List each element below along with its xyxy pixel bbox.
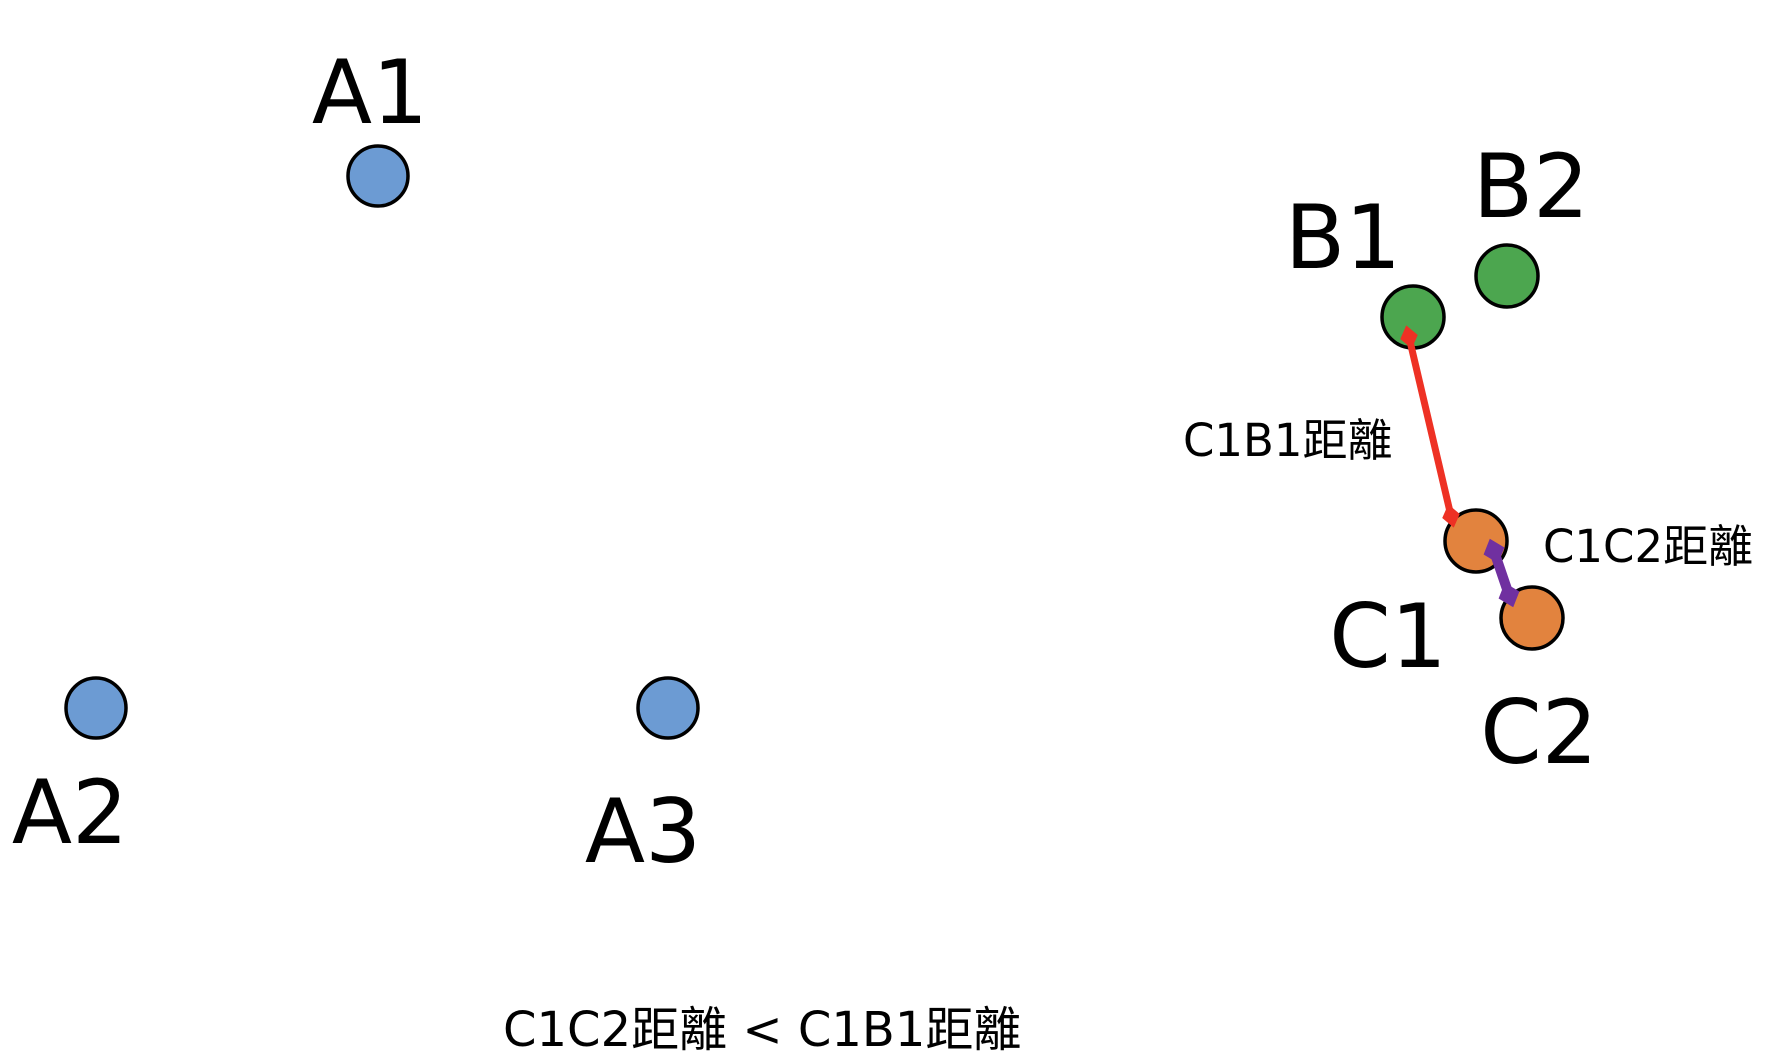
point-A3-label: A3: [585, 780, 701, 883]
point-A1-label: A1: [312, 41, 428, 144]
connector-C1C2-diamond-start: [1483, 538, 1505, 564]
point-A3-circle: [636, 676, 700, 740]
caption-comparison: C1C2距離 < C1B1距離: [503, 1002, 1021, 1058]
point-B2-label: B2: [1473, 135, 1589, 238]
point-B2-circle: [1474, 243, 1540, 309]
point-C2-label: C2: [1480, 681, 1597, 784]
connector-C1C2-diamond-end: [1498, 582, 1520, 608]
point-A2-label: A2: [12, 761, 128, 864]
connector-C1B1-line: [1405, 336, 1455, 517]
point-A1-circle: [346, 144, 410, 208]
connector-C1B1-diamond-end: [1442, 504, 1460, 528]
connector-C1B1-diamond-start: [1400, 325, 1418, 349]
point-B1-label: B1: [1285, 186, 1401, 289]
label-c1c2-distance: C1C2距離: [1543, 520, 1753, 573]
label-c1b1-distance: C1B1距離: [1183, 414, 1393, 467]
point-C1-label: C1: [1329, 585, 1446, 688]
point-C2-circle: [1499, 585, 1565, 651]
point-A2-circle: [64, 676, 128, 740]
